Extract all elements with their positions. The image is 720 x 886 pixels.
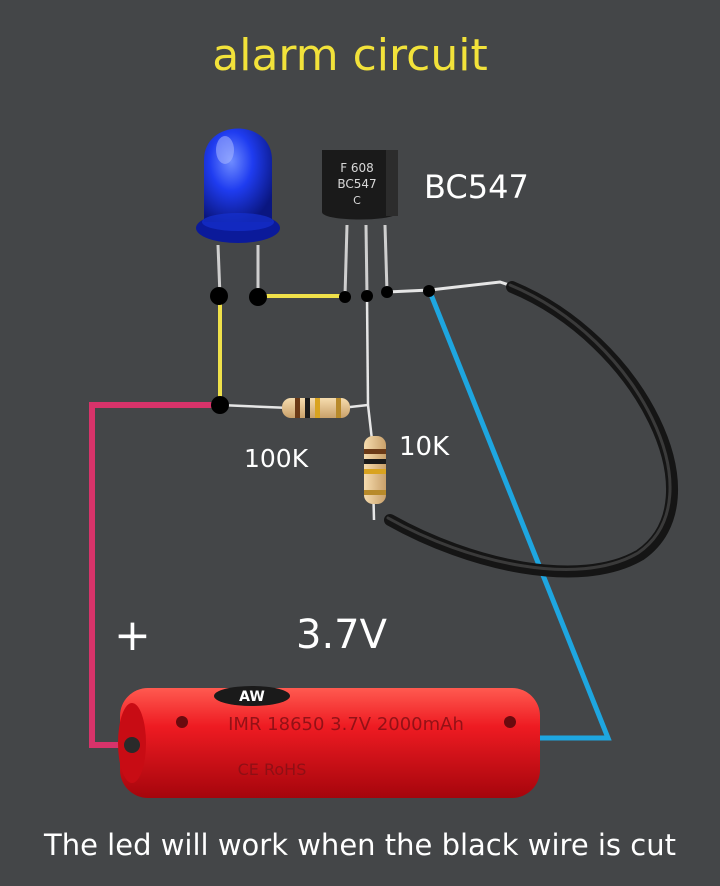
transistor-lead-b [364, 224, 369, 297]
transistor-label: BC547 [424, 168, 529, 206]
blue-wire [427, 291, 612, 741]
caption: The led will work when the black wire is… [44, 828, 676, 862]
page-title: alarm circuit [212, 30, 488, 81]
blue-led [196, 128, 280, 243]
emitter-lead [386, 280, 513, 294]
junction-dot [249, 288, 267, 306]
junction-dot [423, 285, 435, 297]
18650-battery: AW IMR 18650 3.7V 2000mAh CE RoHS [118, 686, 540, 798]
battery-spec-text: IMR 18650 3.7V 2000mAh [228, 714, 464, 735]
bc547-transistor: F 608 BC547 C [322, 150, 398, 220]
transistor-lead-c [343, 224, 349, 297]
junction-dot [210, 287, 228, 305]
battery-cert-text: CE RoHS [238, 760, 307, 779]
positive-sign: + [114, 610, 151, 661]
base-lead [365, 295, 370, 406]
r1-label: 100K [244, 444, 309, 473]
junction-dot [339, 291, 351, 303]
r2-label: 10K [399, 432, 450, 462]
transistor-lead-e [383, 224, 389, 293]
transistor-marking-1: F 608 [340, 161, 374, 175]
transistor-marking-3: C [353, 194, 361, 207]
junction-dot [361, 290, 373, 302]
battery-brand: AW [239, 689, 265, 705]
battery-positive-terminal [124, 737, 140, 753]
black-wire [384, 281, 678, 578]
resistor-100k [282, 398, 350, 418]
pink-wire [89, 402, 220, 748]
junction-dot [381, 286, 393, 298]
resistor-10k [364, 436, 386, 504]
voltage-label: 3.7V [296, 612, 387, 658]
transistor-marking-2: BC547 [337, 177, 376, 191]
junction-dot [211, 396, 229, 414]
